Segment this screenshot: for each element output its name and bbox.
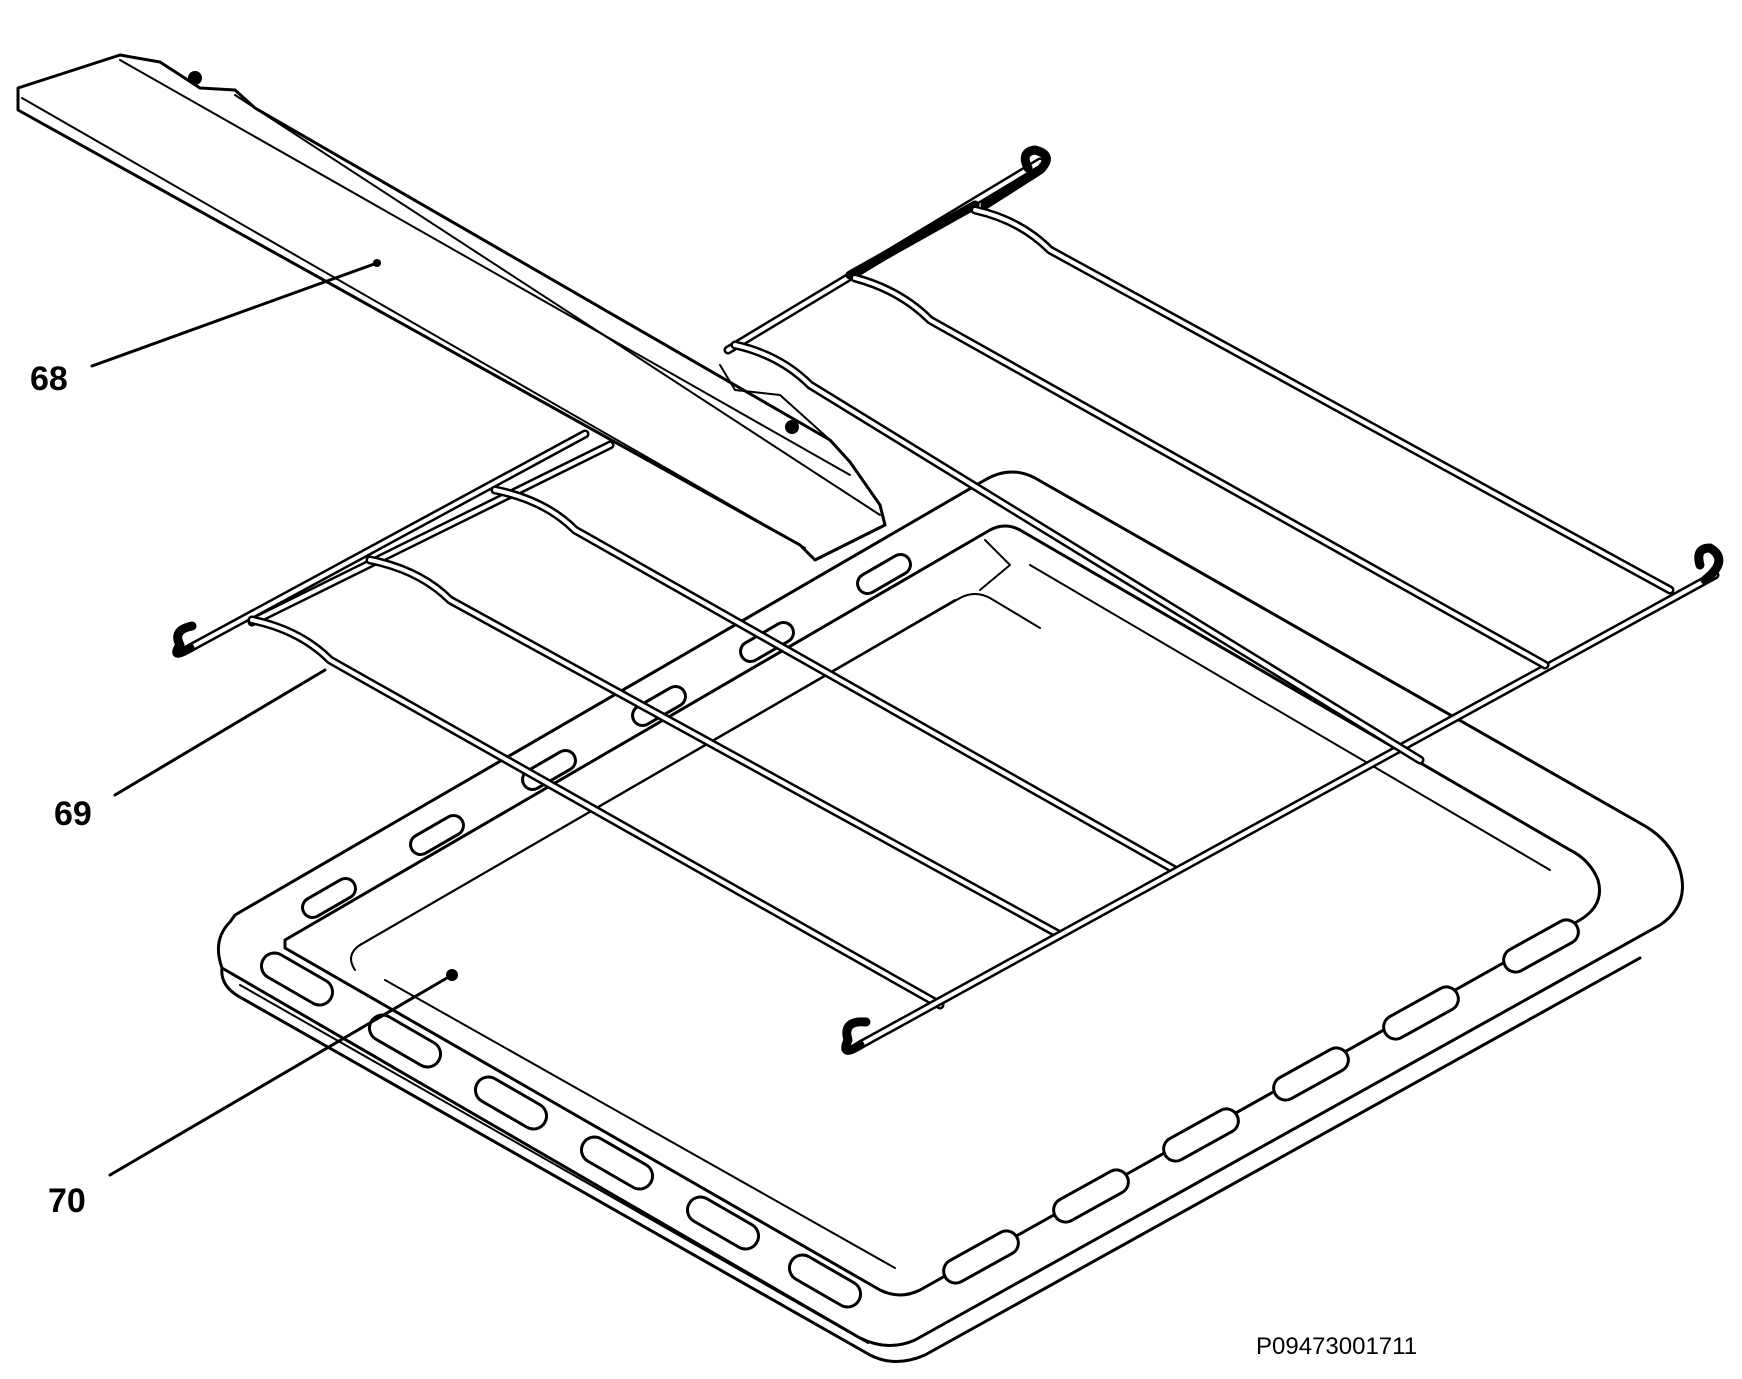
leader-lines — [90, 259, 454, 1177]
part-label-69: 69 — [54, 795, 92, 833]
part-label-68: 68 — [30, 360, 68, 398]
reference-code: P09473001711 — [1256, 1333, 1417, 1360]
wire-shelf-right[interactable] — [723, 145, 1724, 765]
part-label-70: 70 — [48, 1182, 86, 1220]
wire-shelf-left[interactable] — [172, 429, 1720, 1055]
baking-tray[interactable] — [216, 470, 1684, 1363]
rail[interactable] — [16, 53, 887, 562]
